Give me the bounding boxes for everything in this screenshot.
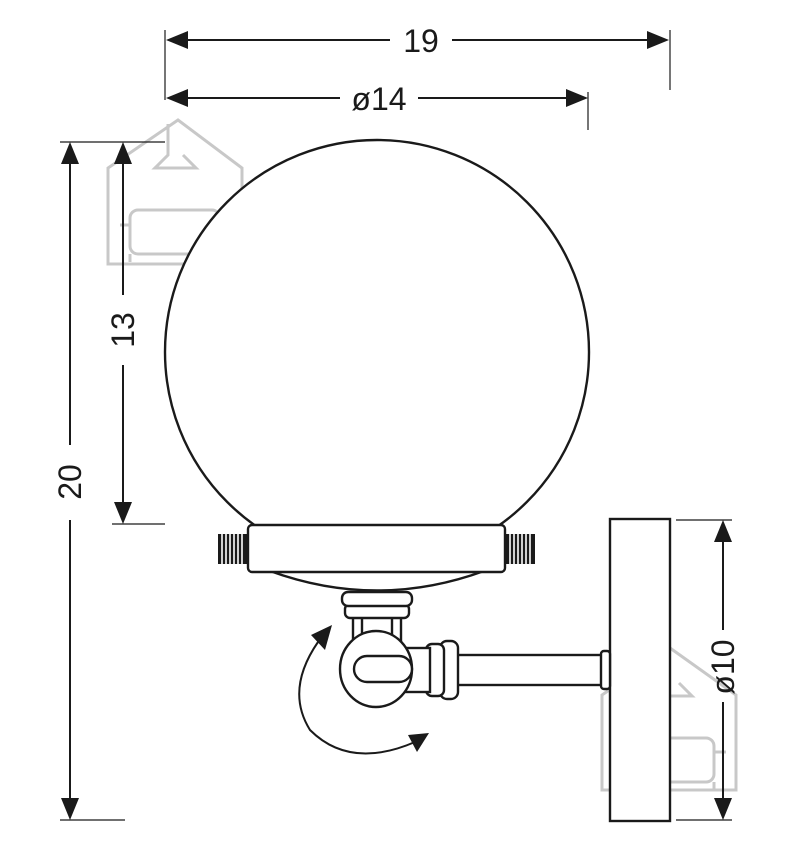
arrowhead-left-icon [166, 31, 188, 49]
dimension-label-globe-height: 13 [105, 312, 141, 348]
globe-holder [218, 523, 535, 574]
rotation-arrow-icon [298, 625, 429, 755]
globe-neck [269, 569, 485, 592]
arrowhead-down-icon [714, 798, 732, 820]
dimension-label-globe-diameter: ø14 [351, 81, 406, 117]
dimension-wallplate-diameter: ø10 [676, 519, 741, 821]
arrowhead-right-icon [566, 89, 588, 107]
dimension-total-width: 19 [164, 23, 671, 100]
swivel-joint [338, 590, 414, 709]
thumb-screw-left [218, 534, 248, 564]
dimension-label-wallplate-diameter: ø10 [705, 639, 741, 694]
arrowhead-right-icon [647, 31, 669, 49]
arrowhead-left-icon [166, 89, 188, 107]
dimension-label-total-width: 19 [403, 23, 439, 59]
lamp-arm [402, 639, 612, 701]
dimension-label-total-height: 20 [52, 464, 88, 500]
arrowhead-up-icon [714, 520, 732, 542]
dimension-globe-diameter: ø14 [166, 81, 589, 130]
dimension-globe-height: 13 [105, 142, 165, 525]
arrowhead-down-icon [61, 798, 79, 820]
wall-plate [608, 517, 672, 823]
arrowhead-up-icon [61, 142, 79, 164]
arrowhead-down-icon [114, 502, 132, 524]
arrowhead-up-icon [114, 142, 132, 164]
dimension-total-height: 20 [52, 141, 165, 821]
glass-globe [163, 138, 591, 566]
